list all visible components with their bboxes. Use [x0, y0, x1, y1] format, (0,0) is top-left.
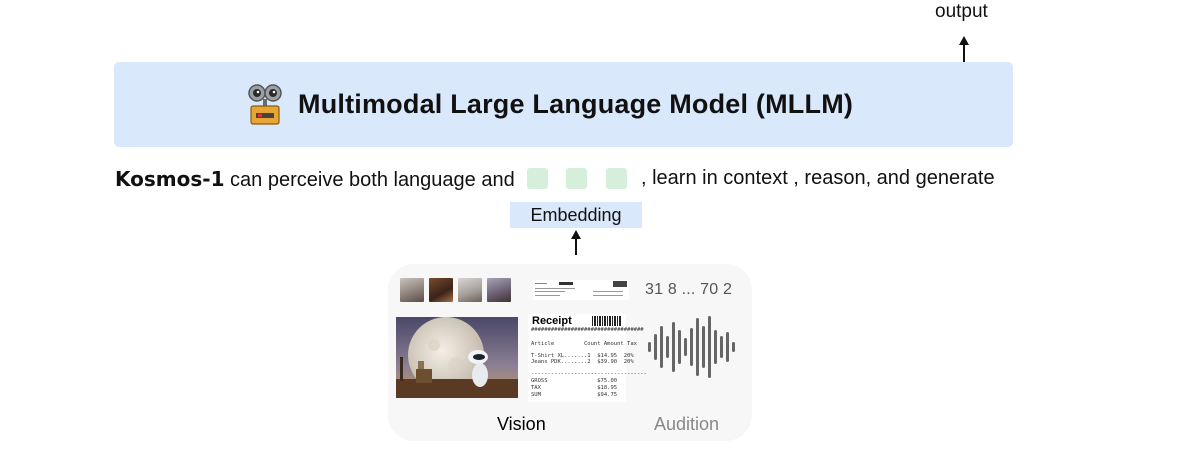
embedding-token [566, 168, 587, 189]
receipt-line: Jeans PDK........2 $39.90 20% [531, 359, 634, 365]
thumbnail-image [429, 278, 453, 302]
thumbnail-image [487, 278, 511, 302]
receipt-line: Article Count Amount Tax [531, 341, 637, 347]
sentence-prefix: can perceive both language and [224, 169, 515, 191]
waveform-icon [648, 316, 735, 378]
capability-sentence: Kosmos-1 can perceive both language and [115, 167, 515, 192]
robot-icon [248, 84, 282, 125]
receipt-title: Receipt [532, 315, 572, 327]
thumbnail-image [400, 278, 424, 302]
barcode-icon [592, 316, 622, 326]
thumbnail-image [458, 278, 482, 302]
receipt-line: ----------------------------------- [531, 371, 647, 377]
vision-label: Vision [497, 414, 546, 434]
receipt-thumbnail [533, 280, 629, 300]
robots-moon-image [396, 317, 518, 398]
mllm-title: Multimodal Large Language Model (MLLM) [298, 89, 854, 119]
model-name: Kosmos-1 [115, 167, 225, 191]
receipt-line: ################################## [531, 327, 644, 333]
output-arrow [959, 36, 969, 62]
receipt-line: TAX $18.95 [531, 385, 618, 391]
audio-token-numbers: 31 8 ... 70 2 [645, 281, 733, 298]
receipt-line: SUM $94.75 [531, 392, 618, 398]
embedding-token [527, 168, 548, 189]
receipt-line: GROSS $75.00 [531, 378, 618, 384]
receipt-line: T-Shirt XL.......1 $14.95 20% [531, 353, 634, 359]
audition-label: Audition [654, 414, 720, 434]
embedding-token [606, 168, 627, 189]
embedding-box: Embedding [510, 202, 642, 228]
receipt-image: Receipt ################################… [528, 314, 647, 402]
embedding-arrow [571, 230, 581, 255]
sentence-suffix: , learn in context , reason, and generat… [641, 167, 995, 189]
output-label: output [935, 1, 988, 22]
